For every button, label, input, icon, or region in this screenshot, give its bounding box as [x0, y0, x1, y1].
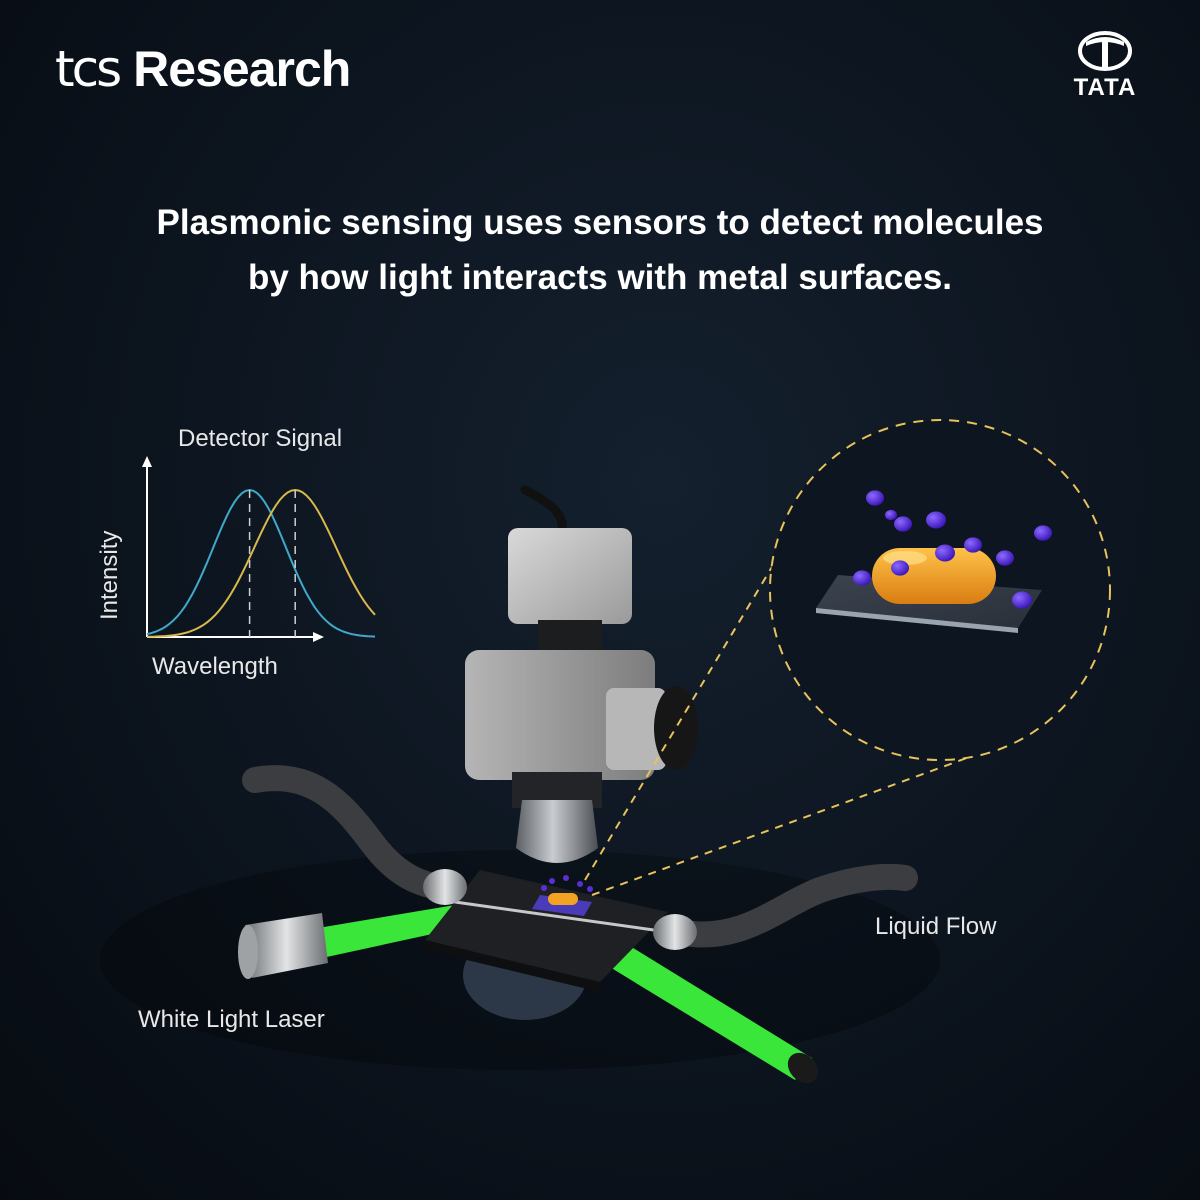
metal-plate-edge: [816, 608, 1018, 633]
sensor-stage: [425, 870, 668, 982]
beam-end-cap: [787, 1052, 819, 1084]
tata-wordmark: TATA: [1073, 74, 1137, 101]
tube-connectors: [423, 869, 697, 950]
headline: Plasmonic sensing uses sensors to detect…: [60, 195, 1140, 305]
headline-line-2: by how light interacts with metal surfac…: [247, 258, 953, 297]
signal-chart: [142, 456, 376, 642]
signal-curve-1: [146, 488, 376, 638]
tcs-logo-mark: tcs: [55, 40, 122, 98]
camera-top-box: [508, 528, 632, 624]
molecule-1: [866, 490, 884, 506]
zoom-line-lower: [591, 754, 976, 896]
objective-lens: [516, 800, 598, 863]
molecule-3: [926, 511, 946, 529]
outlet-tube: [667, 863, 918, 948]
headline-line-1: Plasmonic sensing uses sensors to detect…: [156, 203, 1044, 242]
molecule-4: [964, 537, 982, 553]
incoming-laser-beam: [318, 905, 460, 958]
molecule-5: [1034, 525, 1052, 541]
laser-beams: [318, 905, 819, 1084]
molecules: [853, 490, 1052, 609]
camera-side-knob: [606, 688, 666, 770]
tata-logo: TATA: [1060, 30, 1150, 102]
signal-curve-2: [146, 488, 376, 638]
chart-title: Detector Signal: [178, 425, 343, 452]
zoom-line-upper: [584, 519, 801, 881]
tata-emblem-icon: [1078, 31, 1132, 71]
stage-front-edge: [425, 940, 600, 992]
white-light-laser-label: White Light Laser: [138, 1006, 325, 1033]
molecule-6: [935, 544, 955, 562]
y-axis-label: Intensity: [96, 530, 123, 620]
outgoing-laser-beam: [590, 935, 812, 1080]
chip-nanoparticle: [541, 875, 593, 905]
flow-channel: [454, 900, 669, 934]
focus-wheel: [654, 686, 698, 770]
spectrometer-camera: [465, 485, 698, 863]
inlet-tube: [242, 765, 458, 901]
molecule-7: [996, 550, 1014, 566]
molecule-10: [1012, 591, 1032, 609]
white-light-laser: [238, 913, 328, 979]
molecule-9: [891, 560, 909, 576]
brand-name: Research: [133, 41, 351, 97]
molecule-11: [885, 509, 897, 521]
molecule-2: [894, 516, 912, 532]
x-axis-arrow-icon: [313, 632, 324, 642]
molecule-8: [853, 570, 871, 586]
x-axis-label: Wavelength: [152, 653, 278, 680]
liquid-flow-label: Liquid Flow: [875, 913, 997, 940]
y-axis-arrow-icon: [142, 456, 152, 467]
